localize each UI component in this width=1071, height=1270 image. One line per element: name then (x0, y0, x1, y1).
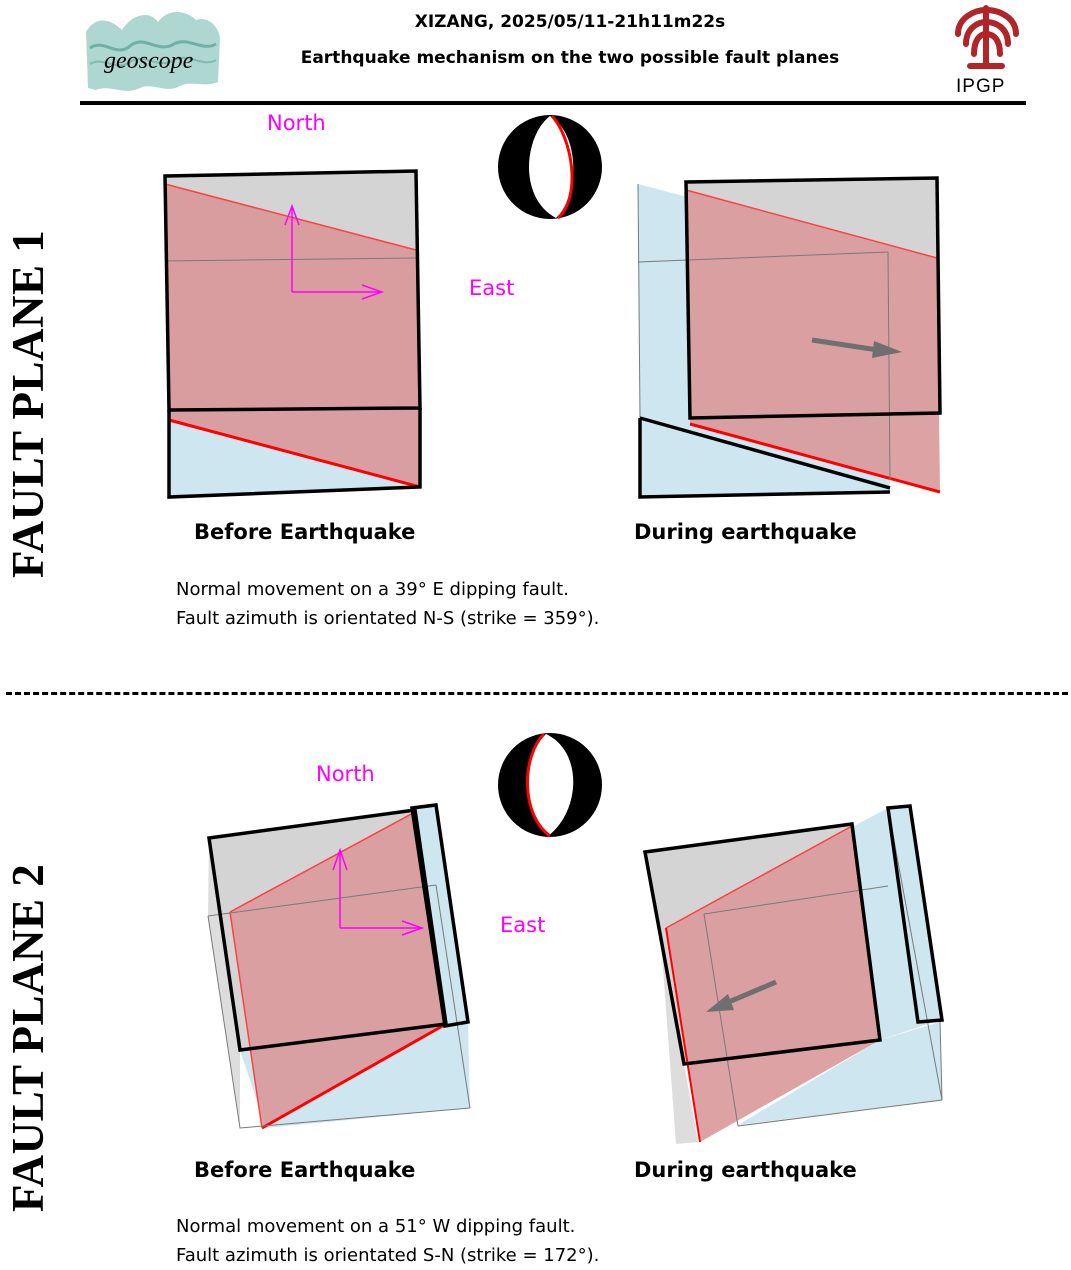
ipgp-logo: IPGP (948, 4, 1026, 98)
ipgp-logo-text: IPGP (956, 76, 1005, 97)
p2-description: Normal movement on a 51° W dipping fault… (176, 1212, 599, 1270)
p1-beachball-icon (498, 114, 602, 220)
p1-before-caption: Before Earthquake (194, 520, 416, 544)
p1-description-line1: Normal movement on a 39° E dipping fault… (176, 579, 569, 600)
p2-during-caption: During earthquake (634, 1158, 857, 1182)
p2-description-line2: Fault azimuth is orientated S-N (strike … (176, 1245, 600, 1266)
p2-before-caption: Before Earthquake (194, 1158, 416, 1182)
p2-east-label: East (500, 913, 546, 937)
header-divider (80, 101, 1026, 105)
p1-north-label: North (267, 111, 326, 135)
panel-2-diagram (0, 700, 1071, 1160)
p2-during-right-strip (888, 806, 942, 1022)
p1-description: Normal movement on a 39° E dipping fault… (176, 575, 599, 633)
geoscope-logo: geoscope (82, 8, 224, 96)
p1-slip-arrow-icon (811, 337, 902, 358)
p1-compass-arrows (284, 203, 385, 300)
p2-before-left-side (208, 838, 240, 1128)
panel-divider (6, 692, 1068, 695)
p2-description-line1: Normal movement on a 51° W dipping fault… (176, 1216, 576, 1237)
geoscope-logo-text: geoscope (104, 48, 194, 74)
p2-before-right-side (412, 805, 468, 1026)
p2-beachball-icon (498, 732, 602, 838)
p2-during-lower-block (738, 1022, 942, 1125)
p1-during-lower-block (640, 418, 890, 497)
p2-compass-arrows (332, 847, 425, 936)
p2-north-label: North (316, 762, 375, 786)
page-subtitle: Earthquake mechanism on the two possible… (300, 48, 840, 68)
p1-during-caption: During earthquake (634, 520, 857, 544)
panel-1-diagram (163, 114, 942, 499)
p2-slip-arrow-icon (706, 979, 777, 1012)
page-title: XIZANG, 2025/05/11-21h11m22s (414, 12, 726, 32)
p1-description-line2: Fault azimuth is orientated N-S (strike … (176, 608, 600, 629)
p1-east-label: East (469, 276, 515, 300)
